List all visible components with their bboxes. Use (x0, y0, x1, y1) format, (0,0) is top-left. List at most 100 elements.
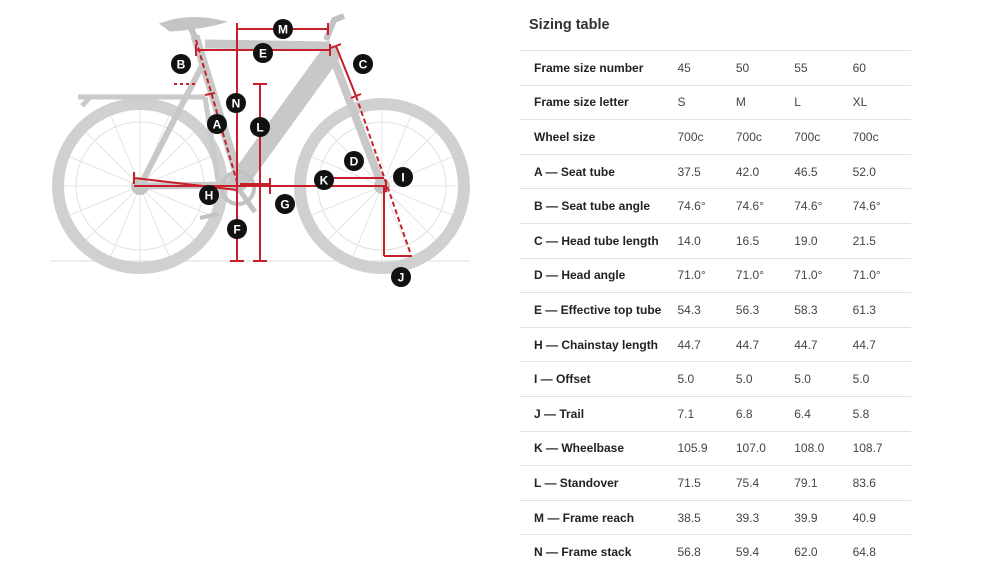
row-value: 16.5 (735, 222, 795, 259)
row-value: 700c (794, 119, 853, 155)
geometry-diagram: A B C D E F G H (50, 13, 470, 287)
row-value: 71.0° (852, 257, 911, 293)
row-value: 105.9 (677, 430, 736, 466)
row-value: 44.7 (852, 326, 911, 362)
saddle (158, 17, 228, 32)
svg-text:M: M (278, 23, 288, 37)
svg-text:E: E (259, 47, 267, 61)
marker-e: E (253, 43, 273, 63)
row-value: 44.7 (794, 326, 853, 362)
row-value: 21.5 (852, 222, 911, 259)
row-value: 39.9 (794, 499, 853, 535)
marker-h: H (199, 185, 219, 205)
row-value: 74.6° (852, 188, 911, 224)
row-value: 83.6 (852, 465, 911, 501)
marker-m: M (273, 19, 293, 39)
row-label: M — Frame reach (520, 499, 678, 535)
row-value: 42.0 (735, 153, 795, 189)
row-value: 5.8 (852, 395, 911, 432)
marker-d: D (344, 151, 364, 171)
seatstay (137, 58, 208, 188)
marker-f: F (227, 219, 247, 239)
svg-text:B: B (177, 58, 186, 72)
row-label: L — Standover (520, 465, 678, 501)
row-value: 50 (735, 50, 795, 86)
row-value: 108.7 (852, 430, 911, 466)
svg-text:A: A (213, 118, 222, 132)
row-label: Frame size number (520, 50, 678, 86)
row-value: 60 (852, 50, 911, 86)
marker-j: J (391, 267, 411, 287)
row-value: 44.7 (735, 326, 795, 362)
row-label: Wheel size (520, 119, 678, 155)
row-value: 700c (735, 119, 795, 155)
svg-text:I: I (401, 171, 404, 185)
row-value: L (794, 84, 853, 120)
marker-g: G (275, 194, 295, 214)
row-value: 14.0 (677, 222, 736, 259)
row-value: 71.0° (677, 257, 736, 293)
row-label: C — Head tube length (520, 222, 678, 259)
row-value: 37.5 (677, 153, 736, 189)
row-value: 71.0° (794, 257, 853, 293)
row-label: A — Seat tube (520, 153, 678, 189)
row-value: 38.5 (677, 499, 736, 535)
row-value: 75.4 (735, 465, 795, 501)
row-value: 59.4 (735, 534, 795, 570)
row-label: E — Effective top tube (520, 292, 678, 328)
row-value: 7.1 (677, 395, 736, 432)
row-value: 71.0° (735, 257, 795, 293)
svg-text:D: D (350, 155, 359, 169)
row-value: 56.3 (735, 292, 795, 328)
row-value: 74.6° (677, 188, 736, 224)
svg-text:F: F (233, 223, 240, 237)
row-label: H — Chainstay length (520, 326, 678, 362)
row-label: N — Frame stack (520, 534, 678, 570)
row-label: Frame size letter (520, 84, 678, 120)
row-value: 44.7 (677, 326, 736, 362)
row-value: 79.1 (794, 465, 853, 501)
row-value: 61.3 (852, 292, 911, 328)
row-value: 6.8 (735, 395, 795, 432)
row-value: 5.0 (677, 361, 736, 397)
marker-n: N (226, 93, 246, 113)
row-value: 5.0 (852, 361, 911, 397)
row-label: I — Offset (520, 361, 678, 397)
row-value: 55 (794, 50, 853, 86)
row-label: J — Trail (520, 395, 678, 432)
row-label: B — Seat tube angle (520, 188, 678, 224)
sizing-table-title: Sizing table (529, 17, 610, 33)
svg-text:G: G (280, 198, 289, 212)
svg-text:C: C (359, 58, 368, 72)
row-value: 64.8 (852, 534, 911, 570)
row-value: 5.0 (735, 361, 795, 397)
marker-a: A (207, 114, 227, 134)
row-value: XL (852, 84, 911, 120)
row-label: D — Head angle (520, 257, 678, 293)
row-value: 108.0 (794, 430, 853, 466)
marker-b: B (171, 54, 191, 74)
marker-l: L (250, 117, 270, 137)
down-tube (228, 45, 340, 192)
svg-text:H: H (205, 189, 214, 203)
row-value: 6.4 (794, 395, 853, 432)
row-value: 71.5 (677, 465, 736, 501)
row-value: 107.0 (735, 430, 795, 466)
fork (328, 53, 386, 188)
row-value: 52.0 (852, 153, 911, 189)
row-value: 45 (677, 50, 736, 86)
row-value: 700c (852, 119, 911, 155)
svg-text:K: K (320, 174, 329, 188)
